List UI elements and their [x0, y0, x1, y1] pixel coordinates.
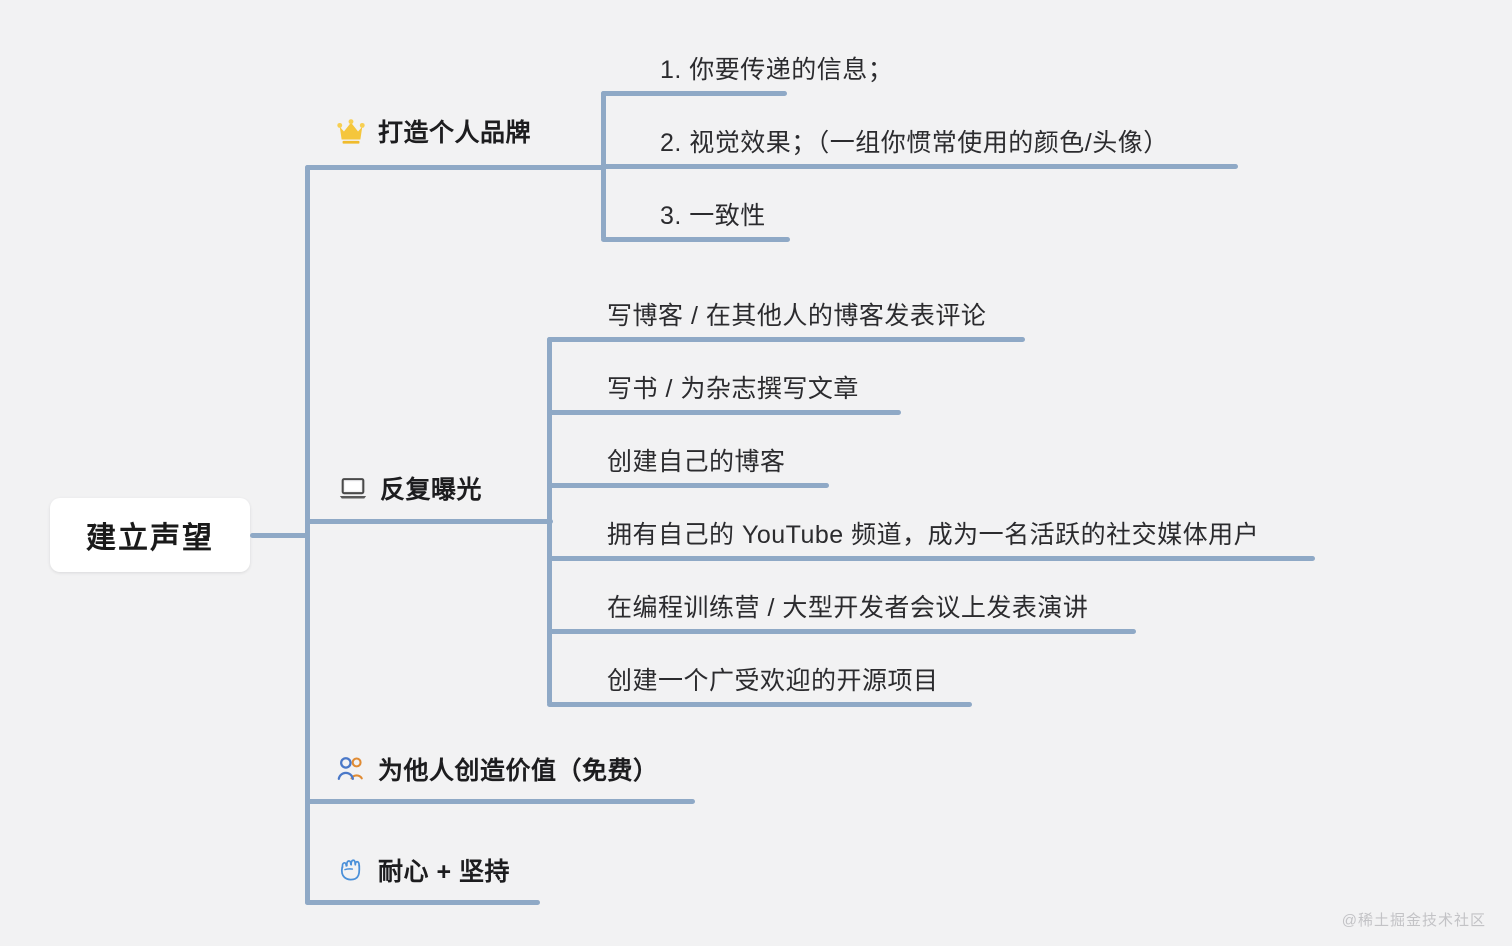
branch-4-underline	[305, 900, 540, 905]
leaf-own-blog-underline	[547, 483, 829, 488]
leaf-write-book-underline	[547, 410, 901, 415]
branch-patience-persistence[interactable]: 耐心 + 坚持	[334, 852, 510, 888]
leaf-brand-message[interactable]: 1. 你要传递的信息；	[660, 56, 894, 84]
leaf-open-source[interactable]: 创建一个广受欢迎的开源项目	[607, 667, 939, 695]
branch-2-sub-spine	[547, 337, 552, 705]
leaf-brand-visual-underline	[601, 164, 1238, 169]
watermark: @稀土掘金技术社区	[1341, 912, 1486, 929]
leaf-youtube-channel-underline	[547, 556, 1315, 561]
laptop-icon	[336, 471, 370, 505]
leaf-brand-visual[interactable]: 2. 视觉效果；（一组你惯常使用的颜色/头像）	[660, 129, 1169, 157]
leaf-open-source-underline	[547, 702, 972, 707]
branch-repeated-exposure[interactable]: 反复曝光	[336, 470, 482, 506]
root-node[interactable]: 建立声望	[50, 498, 250, 572]
leaf-brand-consistency-underline	[601, 237, 790, 242]
crown-icon	[334, 114, 368, 148]
leaf-write-blog[interactable]: 写博客 / 在其他人的博客发表评论	[607, 302, 987, 330]
root-node-label: 建立声望	[86, 522, 214, 555]
branch-3-underline	[305, 799, 695, 804]
branch-patience-persistence-label: 耐心 + 坚持	[378, 858, 510, 886]
leaf-youtube-channel[interactable]: 拥有自己的 YouTube 频道，成为一名活跃的社交媒体用户	[607, 521, 1260, 549]
leaf-speak-conference-underline	[547, 629, 1136, 634]
branch-personal-brand[interactable]: 打造个人品牌	[334, 113, 531, 149]
branch-2-underline	[305, 519, 553, 524]
main-spine	[305, 165, 310, 905]
raised-fist-icon	[334, 853, 368, 887]
leaf-brand-message-underline	[601, 91, 787, 96]
branch-repeated-exposure-label: 反复曝光	[380, 476, 483, 504]
leaf-speak-conference[interactable]: 在编程训练营 / 大型开发者会议上发表演讲	[607, 594, 1089, 622]
root-connector	[250, 533, 308, 538]
branch-create-value-label: 为他人创造价值（免费）	[378, 757, 659, 785]
branch-create-value[interactable]: 为他人创造价值（免费）	[334, 751, 659, 787]
leaf-brand-consistency[interactable]: 3. 一致性	[660, 202, 766, 230]
leaf-own-blog[interactable]: 创建自己的博客	[607, 448, 786, 476]
two-people-icon	[334, 752, 368, 786]
branch-1-underline	[305, 165, 605, 170]
branch-personal-brand-label: 打造个人品牌	[378, 119, 532, 147]
leaf-write-blog-underline	[547, 337, 1025, 342]
leaf-write-book[interactable]: 写书 / 为杂志撰写文章	[607, 375, 859, 403]
